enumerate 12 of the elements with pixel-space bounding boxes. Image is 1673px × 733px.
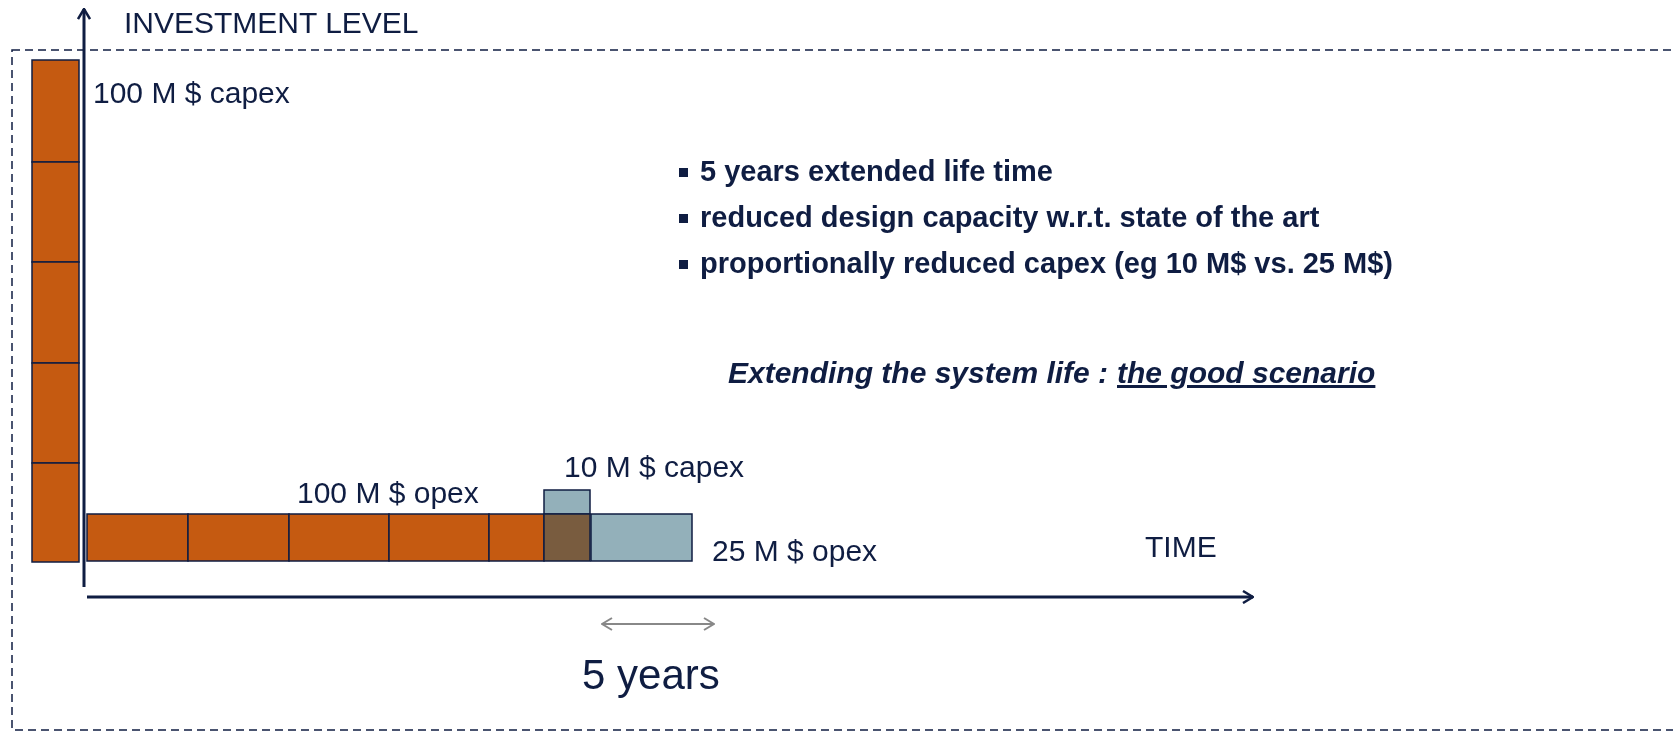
bullet-text: reduced design capacity w.r.t. state of the art: [700, 202, 1320, 234]
value-label: 100 M $ opex: [297, 476, 479, 509]
axis-title: TIME: [1145, 530, 1217, 563]
bullet-text: proportionally reduced capex (eg 10 M$ vs. 25 M$): [700, 248, 1393, 280]
axis-title: INVESTMENT LEVEL: [124, 6, 419, 39]
scenario-title: the good scenario: [1117, 356, 1376, 389]
bullet-text: 5 years extended life time: [700, 156, 1053, 188]
duration-label: 5 years: [582, 652, 720, 699]
value-label: 100 M $ capex: [93, 76, 290, 109]
value-label: 25 M $ opex: [712, 534, 878, 567]
scenario-title: Extending the system life :: [728, 356, 1109, 389]
value-label: 10 M $ capex: [564, 450, 745, 483]
